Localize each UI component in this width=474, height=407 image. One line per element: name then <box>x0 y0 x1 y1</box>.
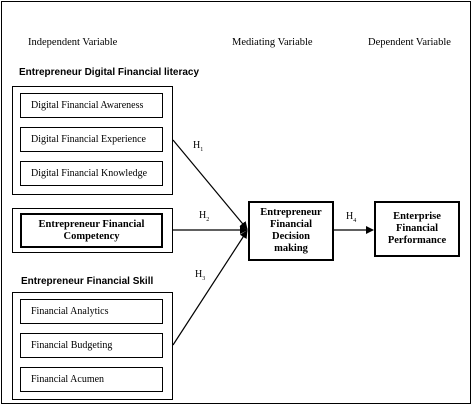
label-h2: H2 <box>199 210 209 223</box>
h4-main: H <box>346 211 354 222</box>
mediator-line2: Financial <box>269 219 312 230</box>
arrow-h1 <box>172 139 248 230</box>
item-label: Financial Analytics <box>31 306 109 317</box>
h1-main: H <box>193 140 201 151</box>
competency-box: Entrepreneur Financial Competency <box>20 213 163 248</box>
arrow-h3 <box>172 230 248 346</box>
dependent-line1: Enterprise <box>393 211 441 222</box>
h4-sub: 4 <box>353 218 357 224</box>
item-label: Digital Financial Experience <box>31 134 146 145</box>
mediator-line1: Entrepreneur <box>260 207 322 218</box>
mediator-line4: making <box>274 243 308 254</box>
item-financial-budgeting: Financial Budgeting <box>20 333 163 358</box>
header-mediating: Mediating Variable <box>232 37 313 48</box>
item-financial-analytics: Financial Analytics <box>20 299 163 324</box>
h1-sub: 1 <box>200 147 204 153</box>
header-dependent: Dependent Variable <box>368 37 451 48</box>
item-label: Digital Financial Awareness <box>31 100 144 111</box>
item-label: Financial Acumen <box>31 374 105 385</box>
h3-main: H <box>195 269 203 280</box>
dependent-line2: Financial <box>395 223 438 234</box>
item-label: Financial Budgeting <box>31 340 113 351</box>
h2-main: H <box>199 210 207 221</box>
mediator-box: Entrepreneur Financial Decision making <box>248 201 334 261</box>
competency-line2: Competency <box>63 230 120 242</box>
dependent-line3: Performance <box>387 235 447 246</box>
group-title-financial-skill: Entrepreneur Financial Skill <box>21 276 154 287</box>
h3-sub: 3 <box>202 276 206 282</box>
competency-line1: Entrepreneur Financial <box>38 218 145 230</box>
group-title-digital-literacy: Entrepreneur Digital Financial literacy <box>19 67 200 78</box>
item-digital-financial-knowledge: Digital Financial Knowledge <box>20 161 163 186</box>
item-digital-financial-awareness: Digital Financial Awareness <box>20 93 163 118</box>
item-label: Digital Financial Knowledge <box>31 168 148 179</box>
label-h3: H3 <box>195 269 205 282</box>
item-digital-financial-experience: Digital Financial Experience <box>20 127 163 152</box>
h2-sub: 2 <box>206 217 210 223</box>
mediator-line3: Decision <box>272 231 310 242</box>
header-independent: Independent Variable <box>28 37 118 48</box>
label-h4: H4 <box>346 211 356 224</box>
item-financial-acumen: Financial Acumen <box>20 367 163 392</box>
dependent-box: Enterprise Financial Performance <box>374 201 460 257</box>
label-h1: H1 <box>193 140 203 153</box>
